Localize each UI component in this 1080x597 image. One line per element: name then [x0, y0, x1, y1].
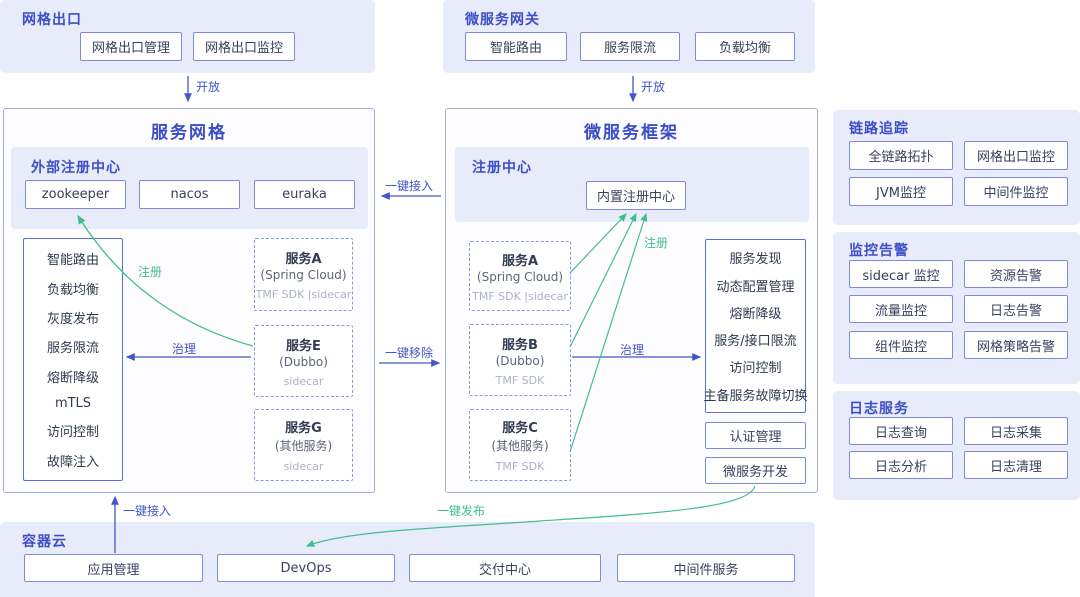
panel-service-mesh: 服务网格 外部注册中心 zookeeper nacos euraka 智能路由 … [3, 108, 375, 493]
service-name: 服务A [501, 253, 539, 269]
external-registry-section: 外部注册中心 zookeeper nacos euraka [11, 147, 368, 229]
list-item: 负载均衡 [46, 282, 99, 298]
mesh-exit-manage-button[interactable]: 网格出口管理 [80, 32, 182, 61]
nacos-button[interactable]: nacos [139, 180, 240, 209]
mesh-exit-monitor-button[interactable]: 网格出口监控 [193, 32, 295, 61]
one-key-join-bottom-label: 一键接入 [123, 504, 172, 518]
service-type: (Spring Cloud) [260, 268, 347, 282]
auth-manage-button[interactable]: 认证管理 [705, 422, 806, 449]
fw-service-c-box: 服务C (其他服务) TMF SDK [469, 409, 571, 481]
service-sdk: TMF SDK |sidecar [472, 289, 568, 303]
list-item: 访问控制 [46, 425, 99, 441]
open-label-left: 开放 [196, 80, 221, 94]
resource-alert-button[interactable]: 资源告警 [964, 260, 1068, 288]
list-item: 访问控制 [729, 361, 782, 377]
service-type: (Spring Cloud) [476, 269, 564, 284]
traffic-monitor-button[interactable]: 流量监控 [849, 295, 953, 323]
service-type: (Dubbo) [495, 353, 545, 368]
registry-title: 注册中心 [472, 160, 532, 176]
microservice-dev-button[interactable]: 微服务开发 [705, 457, 806, 484]
sidecar-monitor-button[interactable]: sidecar 监控 [849, 260, 953, 288]
service-type: (其他服务) [491, 439, 549, 453]
list-item: 服务/接口限流 [714, 334, 797, 350]
euraka-button[interactable]: euraka [254, 180, 355, 209]
register-label-right: 注册 [644, 236, 669, 250]
gateway-load-balance-button[interactable]: 负载均衡 [695, 32, 795, 61]
devops-button[interactable]: DevOps [217, 554, 395, 582]
service-type: (Dubbo) [279, 354, 328, 369]
one-key-join-label: 一键接入 [385, 179, 434, 193]
service-name: 服务E [286, 338, 321, 354]
container-cloud-title: 容器云 [22, 534, 67, 550]
fw-service-a-box: 服务A (Spring Cloud) TMF SDK |sidecar [469, 241, 571, 311]
app-manage-button[interactable]: 应用管理 [24, 554, 203, 582]
service-mesh-title: 服务网格 [151, 123, 227, 143]
list-item: 故障注入 [46, 454, 99, 470]
fw-capabilities-list: 服务发现 动态配置管理 熔断降级 服务/接口限流 访问控制 主备服务故障切换 [703, 239, 808, 413]
service-name: 服务B [502, 337, 538, 353]
list-item: 主备服务故障切换 [703, 388, 808, 404]
service-sdk: sidecar [283, 374, 324, 388]
service-type: (其他服务) [274, 439, 333, 453]
panel-container-cloud: 容器云 应用管理 DevOps 交付中心 中间件服务 [0, 522, 815, 597]
panel-mesh-exit-title: 网格出口 [22, 12, 82, 28]
external-registry-title: 外部注册中心 [31, 160, 121, 176]
log-query-button[interactable]: 日志查询 [849, 417, 953, 445]
service-name: 服务C [502, 421, 538, 436]
gateway-rate-limit-button[interactable]: 服务限流 [580, 32, 680, 61]
mesh-service-a-box: 服务A (Spring Cloud) TMF SDK |sidecar [254, 238, 353, 311]
list-item: 服务限流 [46, 341, 99, 357]
delivery-center-button[interactable]: 交付中心 [409, 554, 601, 582]
register-label-left: 注册 [138, 265, 163, 279]
panel-framework: 微服务框架 注册中心 内置注册中心 服务A (Spring Cloud) TMF… [445, 108, 818, 493]
service-sdk: TMF SDK [495, 373, 545, 387]
mesh-exit-monitor2-button[interactable]: 网格出口监控 [964, 141, 1068, 170]
list-item: mTLS [54, 395, 92, 411]
mesh-service-e-box: 服务E (Dubbo) sidecar [254, 325, 353, 397]
service-name: 服务G [285, 421, 322, 436]
fw-service-b-box: 服务B (Dubbo) TMF SDK [469, 324, 571, 396]
gateway-smart-routing-button[interactable]: 智能路由 [465, 32, 567, 61]
list-item: 灰度发布 [46, 311, 99, 327]
list-item: 熔断降级 [729, 306, 782, 322]
list-item: 熔断降级 [46, 370, 99, 386]
one-key-publish-label: 一键发布 [437, 504, 486, 518]
panel-logging: 日志服务 日志查询 日志采集 日志分析 日志清理 [833, 391, 1080, 500]
list-item: 服务发现 [729, 252, 782, 268]
mesh-service-g-box: 服务G (其他服务) sidecar [254, 409, 353, 481]
log-clean-button[interactable]: 日志清理 [964, 451, 1068, 479]
monitoring-title: 监控告警 [849, 243, 909, 259]
open-label-right: 开放 [641, 80, 666, 94]
logging-title: 日志服务 [849, 401, 909, 417]
zookeeper-button[interactable]: zookeeper [25, 180, 126, 209]
middleware-monitor-button[interactable]: 中间件监控 [964, 177, 1068, 206]
panel-tracing: 链路追踪 全链路拓扑 网格出口监控 JVM监控 中间件监控 [833, 110, 1080, 225]
full-link-topology-button[interactable]: 全链路拓扑 [849, 141, 953, 170]
mesh-policy-alert-button[interactable]: 网格策略告警 [964, 331, 1068, 359]
middleware-service-button[interactable]: 中间件服务 [617, 554, 795, 582]
tracing-title: 链路追踪 [849, 121, 909, 137]
service-name: 服务A [285, 252, 322, 267]
service-sdk: TMF SDK [495, 460, 545, 473]
mesh-capabilities-list: 智能路由 负载均衡 灰度发布 服务限流 熔断降级 mTLS 访问控制 故障注入 [23, 238, 123, 481]
service-sdk: sidecar [283, 460, 324, 473]
panel-gateway: 微服务网关 智能路由 服务限流 负载均衡 [443, 0, 815, 73]
list-item: 动态配置管理 [716, 279, 795, 295]
registry-section: 注册中心 内置注册中心 [455, 147, 809, 222]
log-alert-button[interactable]: 日志告警 [964, 295, 1068, 323]
one-key-remove-label: 一键移除 [385, 346, 434, 360]
panel-mesh-exit: 网格出口 网格出口管理 网格出口监控 [0, 0, 375, 73]
jvm-monitor-button[interactable]: JVM监控 [849, 177, 953, 206]
govern-label-right: 治理 [620, 343, 645, 357]
list-item: 智能路由 [46, 253, 99, 269]
framework-title: 微服务框架 [584, 123, 679, 143]
service-sdk: TMF SDK |sidecar [255, 288, 352, 301]
panel-monitoring: 监控告警 sidecar 监控 资源告警 流量监控 日志告警 组件监控 网格策略… [833, 232, 1080, 384]
component-monitor-button[interactable]: 组件监控 [849, 331, 953, 359]
log-analysis-button[interactable]: 日志分析 [849, 451, 953, 479]
govern-label-left: 治理 [172, 342, 197, 356]
panel-gateway-title: 微服务网关 [465, 12, 540, 28]
builtin-registry-button[interactable]: 内置注册中心 [586, 181, 686, 210]
log-collect-button[interactable]: 日志采集 [964, 417, 1068, 445]
